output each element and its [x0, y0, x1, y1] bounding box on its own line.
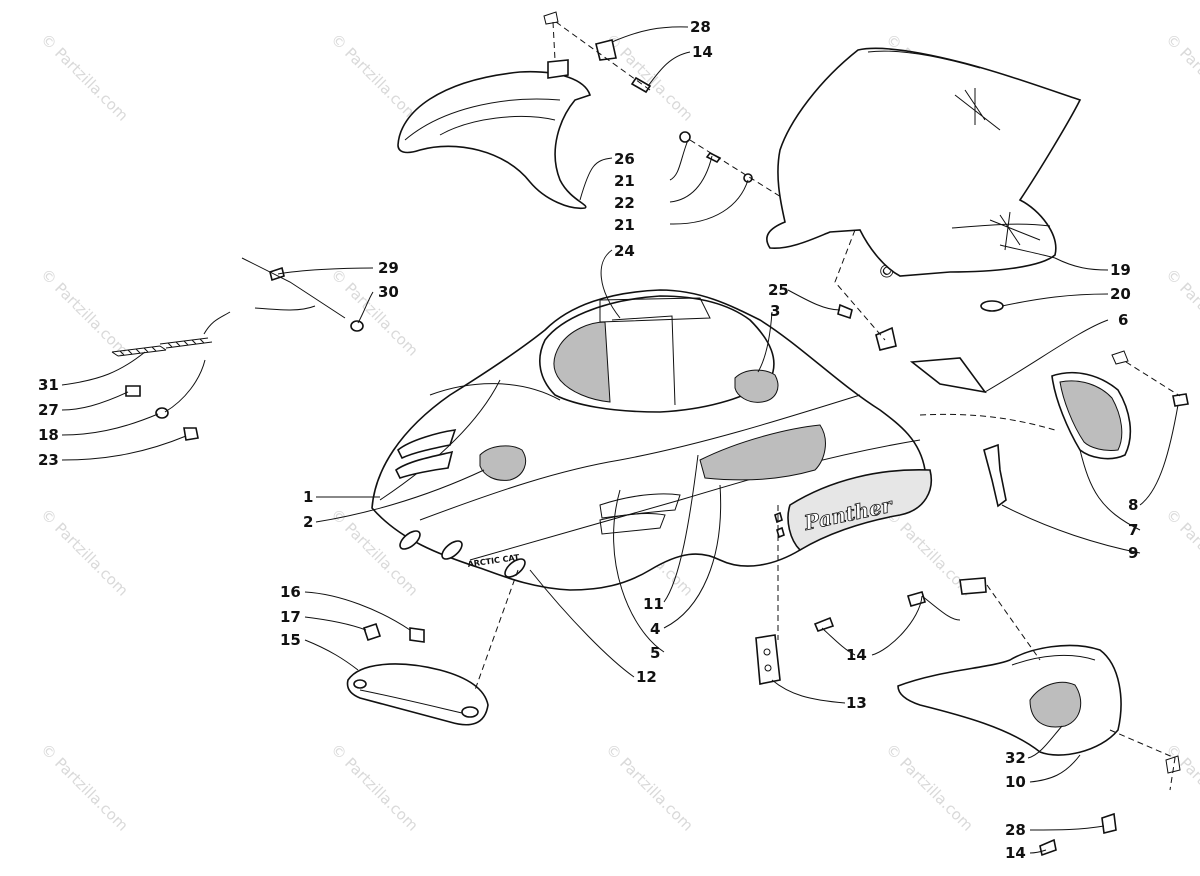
watermark: © Partzilla.com	[37, 740, 132, 835]
callout-13: 13	[846, 694, 867, 712]
callout-4: 4	[650, 620, 660, 638]
callout-11: 11	[643, 595, 664, 613]
watermark: © Partzilla.com	[1162, 505, 1200, 600]
callout-25: 25	[768, 281, 789, 299]
watermark: © Partzilla.com	[327, 265, 422, 360]
part-14-screw-bottom[interactable]	[1039, 838, 1057, 857]
callout-1: 1	[303, 488, 313, 506]
part-26-deflector[interactable]	[397, 59, 592, 210]
assembly-line	[1109, 729, 1176, 791]
part-28-clip-top[interactable]	[595, 39, 617, 61]
clip-small-bottom	[1165, 755, 1181, 774]
assembly-line	[1125, 361, 1181, 397]
callout-5: 5	[650, 644, 660, 662]
part-31-spring[interactable]	[111, 311, 231, 357]
watermark: © Partzilla.com	[1162, 740, 1200, 835]
callout-18: 18	[38, 426, 59, 444]
cable-lower	[164, 359, 206, 413]
callout-12: 12	[636, 668, 657, 686]
part-3-decal[interactable]	[734, 369, 779, 403]
callout-2: 2	[303, 513, 313, 531]
part-25-well-nut[interactable]	[875, 326, 897, 351]
callout-27: 27	[38, 401, 59, 419]
part-7-vent[interactable]	[1051, 371, 1132, 460]
callout-24: 24	[614, 242, 635, 260]
cable-spring-link	[254, 305, 316, 311]
callout-28: 28	[1005, 821, 1026, 839]
part-30-washer[interactable]	[350, 320, 364, 332]
watermark: © Partzilla.com	[882, 740, 977, 835]
part-25-screw[interactable]	[837, 303, 853, 320]
assembly-line	[834, 229, 886, 341]
part-16-bolt[interactable]	[409, 627, 425, 643]
callout-19: 19	[1110, 261, 1131, 279]
part-9-bracket[interactable]	[983, 443, 1007, 508]
assembly-line	[552, 21, 556, 61]
watermark: © Partzilla.com	[327, 740, 422, 835]
watermark: © Partzilla.com	[1162, 30, 1200, 125]
callout-9: 9	[1128, 544, 1138, 562]
clip-small-top	[543, 11, 559, 25]
callout-3: 3	[770, 302, 780, 320]
callout-30: 30	[378, 283, 399, 301]
callout-6: 6	[1118, 311, 1128, 329]
callout-17: 17	[280, 608, 301, 626]
part-2-decal[interactable]	[479, 445, 526, 481]
part-bracket-small-upper[interactable]	[959, 577, 987, 595]
callout-14: 14	[692, 43, 713, 61]
part-23-nut[interactable]	[183, 427, 199, 441]
callout-14: 14	[1005, 844, 1026, 862]
part-1-hood[interactable]: Panther ARCTIC CAT	[371, 289, 932, 591]
assembly-line	[986, 584, 1041, 661]
part-21-nut[interactable]	[679, 131, 691, 143]
part-18-washer[interactable]	[155, 407, 169, 419]
callout-14: 14	[846, 646, 867, 664]
part-28-clip-bottom[interactable]	[1101, 812, 1117, 834]
watermark: © Partzilla.com	[37, 265, 132, 360]
part-6-trim[interactable]	[909, 357, 987, 394]
part-27-bolt[interactable]	[125, 385, 141, 397]
part-20-grommet[interactable]	[980, 300, 1004, 312]
watermark: © Partzilla.com	[327, 30, 422, 125]
part-14-screw-mid[interactable]	[813, 616, 835, 632]
callout-31: 31	[38, 376, 59, 394]
leader-lines	[61, 26, 1179, 854]
callout-7: 7	[1128, 521, 1138, 539]
watermark: © Partzilla.com	[37, 505, 132, 600]
part-14-screw-pan-top[interactable]	[907, 591, 926, 607]
callout-21: 21	[614, 216, 635, 234]
part-8-fastener[interactable]	[1111, 350, 1189, 407]
callout-28: 28	[690, 18, 711, 36]
part-10-nose-pan[interactable]	[897, 644, 1122, 756]
callout-16: 16	[280, 583, 301, 601]
part-21-nut-lower[interactable]	[743, 173, 753, 183]
callout-32: 32	[1005, 749, 1026, 767]
watermark: © Partzilla.com	[1162, 265, 1200, 360]
callout-26: 26	[614, 150, 635, 168]
callout-22: 22	[614, 194, 635, 212]
callout-15: 15	[280, 631, 301, 649]
callout-labels: 28 14 26 21 22 21 24 29 30 19 20 25 3 6 …	[38, 18, 1138, 862]
callout-23: 23	[38, 451, 59, 469]
callout-8: 8	[1128, 496, 1138, 514]
callout-21: 21	[614, 172, 635, 190]
cable	[241, 257, 346, 319]
callout-10: 10	[1005, 773, 1026, 791]
watermark: © Partzilla.com	[602, 740, 697, 835]
part-13-bracket[interactable]	[755, 634, 781, 685]
assembly-line	[474, 569, 519, 691]
callout-20: 20	[1110, 285, 1131, 303]
part-17-bolt[interactable]	[362, 622, 382, 642]
watermark: © Partzilla.com	[37, 30, 132, 125]
part-4-fastener[interactable]	[774, 511, 785, 539]
assembly-line	[919, 413, 1056, 431]
part-14-screw-top[interactable]	[630, 76, 652, 94]
watermark: © Partzilla.com	[602, 30, 697, 125]
callout-29: 29	[378, 259, 399, 277]
part-19-windshield[interactable]	[766, 47, 1082, 277]
part-15-hinge-assembly[interactable]	[346, 663, 489, 726]
